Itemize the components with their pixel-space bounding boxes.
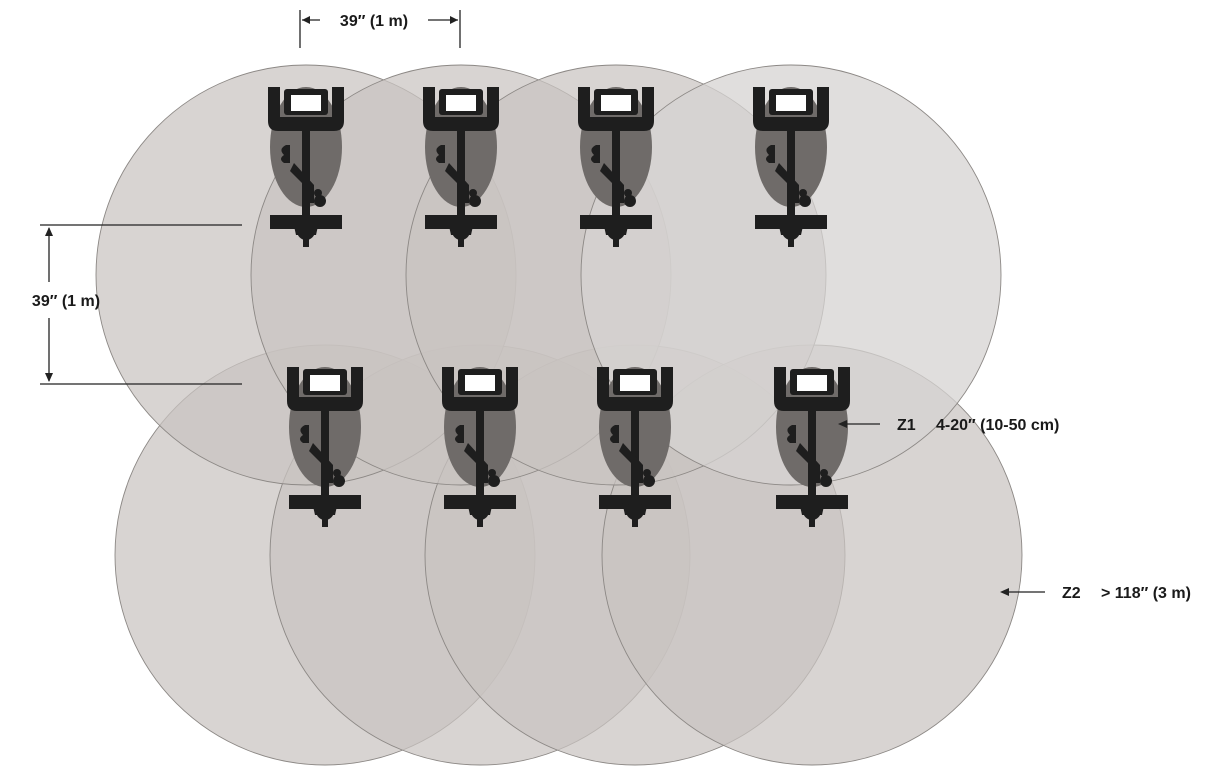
z1-zone-range: 4-20″ (10-50 cm) — [936, 417, 1059, 434]
stationary-bike-icon — [287, 367, 363, 527]
z2-zone-id: Z2 — [1062, 585, 1081, 602]
vertical-spacing-dimension: 39″ (1 m) — [32, 224, 242, 385]
stationary-bike-icon — [423, 87, 499, 247]
stationary-bike-icon — [442, 367, 518, 527]
stationary-bike-icon — [774, 367, 850, 527]
z2-zone-circle — [580, 64, 1002, 486]
stationary-bike-icon — [597, 367, 673, 527]
z2-callout: Z2 > 118″ (3 m) — [1000, 585, 1191, 602]
stationary-bike-icon — [578, 87, 654, 247]
z2-zone-range: > 118″ (3 m) — [1101, 585, 1191, 602]
horizontal-spacing-dimension: 39″ (1 m) — [299, 10, 461, 48]
z2-zones-row-1 — [95, 64, 1002, 486]
z1-callout: Z1 4-20″ (10-50 cm) — [838, 417, 1059, 434]
stationary-bike-icon — [753, 87, 829, 247]
z1-zone-id: Z1 — [897, 417, 916, 434]
horizontal-spacing-label: 39″ (1 m) — [340, 13, 408, 30]
vertical-spacing-label: 39″ (1 m) — [32, 293, 100, 310]
stationary-bike-icon — [268, 87, 344, 247]
